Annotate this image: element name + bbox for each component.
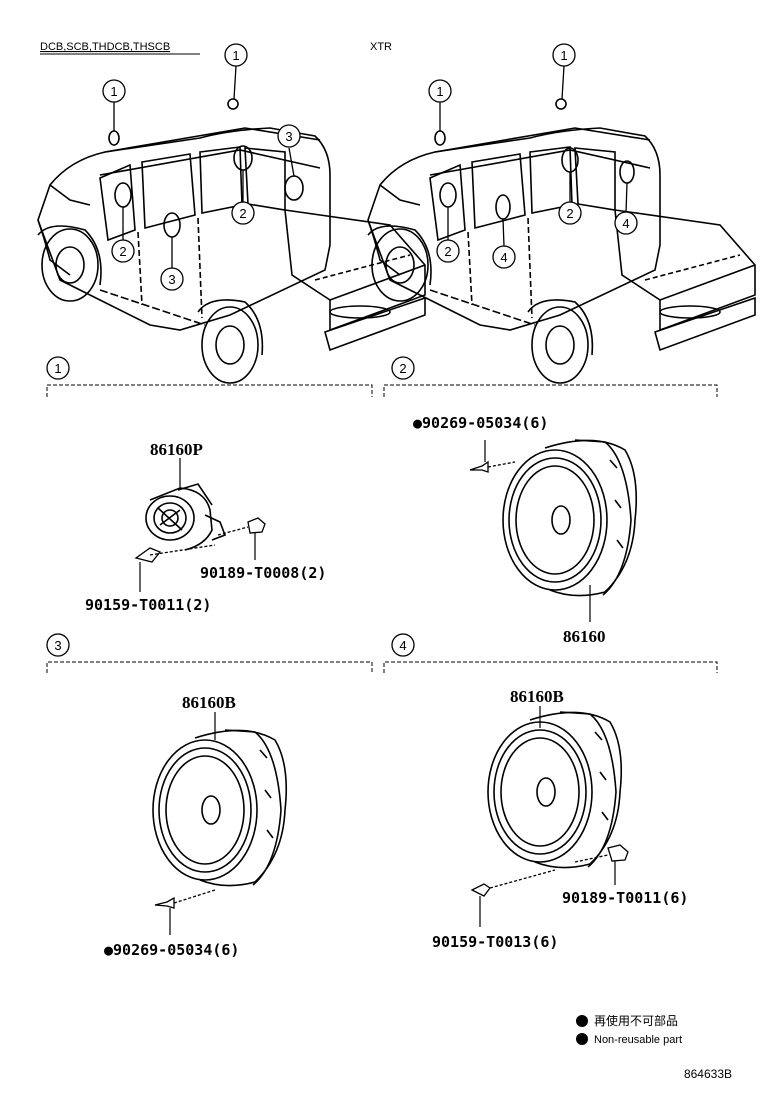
section-2-number: 2 (399, 361, 406, 376)
s2-rivet (469, 460, 516, 473)
s1-nut (217, 517, 266, 536)
s3-speaker-part-number: 86160B (182, 693, 236, 712)
truck-illustration-right (367, 127, 756, 384)
speaker-location-rear-door-left (163, 212, 181, 238)
callout-left-1a-label: 1 (110, 84, 117, 99)
legend-bullet-jp (576, 1015, 588, 1027)
tweeter-86160p (145, 483, 227, 551)
callout-left-1a (102, 79, 126, 103)
callout-left-1b-label: 1 (232, 48, 239, 63)
speaker-location-tweeter-front-xtr (434, 130, 446, 146)
s4-nut-part-number: 90189-T0011(6) (562, 889, 688, 907)
s3-rivet (154, 889, 216, 909)
callout-right-4a-label: 4 (500, 250, 507, 265)
s2-speaker-part-number: 86160 (563, 627, 606, 646)
s2-rivet-part-number: ●90269-05034(6) (413, 414, 548, 432)
callout-left-2a (111, 239, 135, 263)
callout-right-1a (428, 79, 452, 103)
callout-right-2b (436, 239, 460, 263)
callout-left-3b-label: 3 (168, 272, 175, 287)
callout-left-1b (224, 43, 248, 67)
speaker-location-tweeter-front (108, 130, 120, 146)
section-1-divider (46, 384, 373, 397)
s1-screw-part-number: 90159-T0011(2) (85, 596, 211, 614)
speaker-location-tweeter-roof-xtr (555, 98, 567, 110)
speaker-location-front-door-left (114, 182, 132, 208)
section-1-marker (46, 356, 70, 380)
callout-right-1a-label: 1 (436, 84, 443, 99)
legend-en: Non-reusable part (594, 1034, 682, 1046)
callout-right-4b (614, 211, 638, 235)
legend-jp: 再使用不可部品 (594, 1013, 678, 1028)
speaker-location-rear-right-xtr (619, 160, 635, 184)
speaker-location-rear-door-xtr (495, 194, 511, 220)
section-3-divider (46, 661, 373, 673)
callout-right-2a (558, 201, 582, 225)
section-2-marker (391, 356, 415, 380)
figure-id: 864633B (684, 1067, 732, 1081)
section-3-number: 3 (54, 638, 61, 653)
variant-label-left: DCB,SCB,THDCB,THSCB (40, 41, 170, 53)
callout-right-2b-label: 2 (444, 244, 451, 259)
callout-right-1b (552, 43, 576, 67)
s3-rivet-part-number: ●90269-05034(6) (104, 941, 239, 959)
section-1-number: 1 (54, 361, 61, 376)
speaker-86160b-section3 (152, 729, 288, 887)
s1-nut-part-number: 90189-T0008(2) (200, 564, 326, 582)
speaker-location-tweeter-roof (227, 98, 239, 110)
speaker-86160b-section4 (487, 711, 623, 869)
variant-label-right: XTR (370, 41, 392, 53)
s1-screw (134, 544, 216, 563)
callout-right-4b-label: 4 (622, 216, 629, 231)
callout-left-2b (231, 201, 255, 225)
callout-left-3a (277, 124, 301, 148)
s4-screw (470, 869, 556, 897)
section-4-number: 4 (399, 638, 406, 653)
callout-left-3b (160, 267, 184, 291)
callout-right-2a-label: 2 (566, 206, 573, 221)
s4-screw-part-number: 90159-T0013(6) (432, 933, 558, 951)
section-2-divider (383, 384, 718, 397)
callout-left-3a-label: 3 (285, 129, 292, 144)
s4-speaker-part-number: 86160B (510, 687, 564, 706)
callout-right-4a (492, 245, 516, 269)
legend-bullet-en (576, 1033, 588, 1045)
truck-illustration-left (37, 127, 426, 384)
section-4-divider (383, 661, 718, 673)
callout-right-1b-label: 1 (560, 48, 567, 63)
speaker-location-front-door-xtr (439, 182, 457, 208)
door-speaker-86160 (502, 439, 638, 597)
s1-speaker-part-number: 86160P (150, 440, 203, 459)
section-4-marker (391, 633, 415, 657)
callout-left-2a-label: 2 (119, 244, 126, 259)
s4-nut (574, 844, 629, 863)
speaker-location-rear-right-left (284, 175, 304, 201)
callout-left-2b-label: 2 (239, 206, 246, 221)
section-3-marker (46, 633, 70, 657)
speaker-location-front-door-right-left (233, 145, 253, 171)
